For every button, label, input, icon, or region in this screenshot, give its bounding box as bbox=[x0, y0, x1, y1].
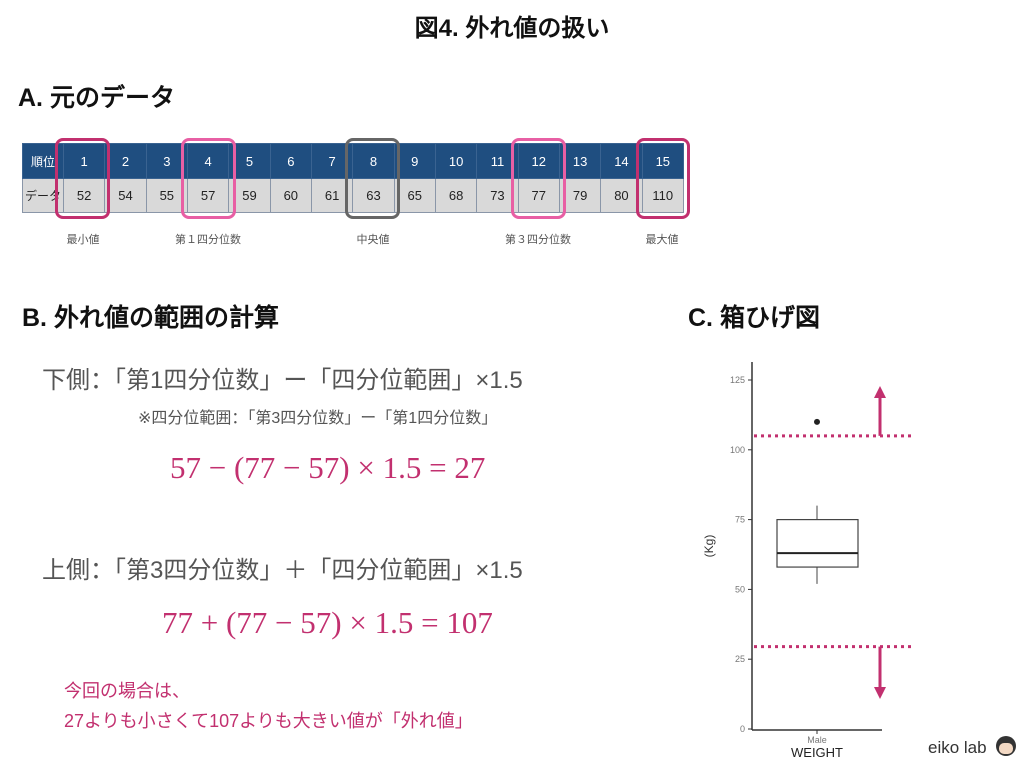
upper-formula: 77 + (77 − 57) × 1.5 = 107 bbox=[162, 605, 493, 640]
section-a-heading: A. 元のデータ bbox=[18, 84, 175, 112]
caption-q1: 第１四分位数 bbox=[175, 234, 241, 246]
value-cell: 80 bbox=[600, 178, 643, 213]
conclusion-line2: 27よりも小さくて107よりも大きい値が「外れ値」 bbox=[64, 711, 473, 731]
value-cell: 65 bbox=[393, 178, 436, 213]
value-cell: 68 bbox=[434, 178, 478, 213]
x-axis-label: WEIGHT bbox=[791, 745, 843, 760]
caption-max: 最大値 bbox=[645, 234, 679, 246]
rank-cell: 3 bbox=[145, 143, 188, 179]
q1-highlight bbox=[181, 138, 236, 219]
value-cell: 110 bbox=[641, 178, 685, 213]
rank-cell: 4 bbox=[186, 143, 230, 179]
value-cell: 77 bbox=[517, 178, 560, 213]
rank-cell: 15 bbox=[641, 143, 685, 179]
lower-rule: 下側：「第1四分位数」ー「四分位範囲」×1.5 bbox=[42, 367, 523, 394]
y-tick-label: 125 bbox=[730, 375, 745, 385]
caption-q3: 第３四分位数 bbox=[505, 234, 571, 246]
iqr-note: ※四分位範囲：「第3四分位数」ー「第1四分位数」 bbox=[138, 410, 498, 427]
y-tick-label: 25 bbox=[735, 654, 745, 664]
rank-cell: 9 bbox=[393, 143, 436, 179]
rank-cell: 6 bbox=[269, 143, 312, 179]
lower-formula: 57 − (77 − 57) × 1.5 = 27 bbox=[170, 450, 486, 485]
y-tick-label: 0 bbox=[740, 724, 745, 734]
y-tick-label: 75 bbox=[735, 515, 745, 525]
y-tick-label: 100 bbox=[730, 445, 745, 455]
y-axis-label: (Kg) bbox=[702, 535, 716, 558]
iqr-box bbox=[776, 518, 859, 568]
median-highlight bbox=[345, 138, 400, 219]
figure-title: 図4. 外れ値の扱い bbox=[414, 15, 610, 42]
caption-min: 最小値 bbox=[66, 234, 100, 246]
value-cell: 52 bbox=[62, 178, 106, 213]
rank-cell: 1 bbox=[62, 143, 106, 179]
upper-rule: 上側：「第3四分位数」＋「四分位範囲」×1.5 bbox=[42, 557, 523, 584]
value-cell: 60 bbox=[269, 178, 312, 213]
max-highlight bbox=[636, 138, 690, 219]
section-b-heading: B. 外れ値の範囲の計算 bbox=[22, 304, 279, 332]
y-tick-label: 50 bbox=[735, 584, 745, 594]
rank-cell: 12 bbox=[517, 143, 560, 179]
value-cell: 55 bbox=[145, 178, 188, 213]
caption-median: 中央値 bbox=[356, 234, 390, 246]
value-cell: 54 bbox=[104, 178, 147, 213]
outlier-point bbox=[814, 418, 820, 425]
eiko-lab-logo: eiko lab bbox=[928, 738, 987, 757]
min-highlight bbox=[55, 138, 110, 219]
avatar-icon bbox=[996, 736, 1016, 756]
q3-highlight bbox=[511, 138, 566, 219]
x-tick-label: Male bbox=[807, 735, 827, 745]
conclusion-line1: 今回の場合は、 bbox=[64, 681, 190, 701]
section-c-heading: C. 箱ひげ図 bbox=[688, 304, 820, 332]
